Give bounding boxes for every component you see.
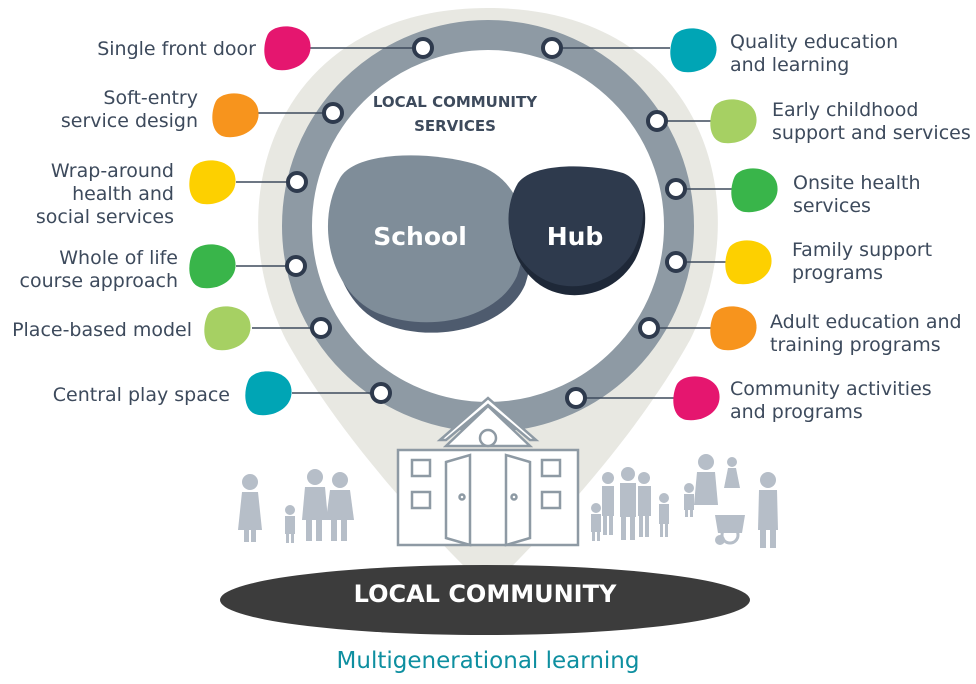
local-community-label: LOCAL COMMUNITY xyxy=(353,580,617,608)
left-ring-node xyxy=(412,37,434,59)
left-item-label: Wrap-around health and social services xyxy=(35,160,174,228)
people-silhouettes-right xyxy=(591,454,778,548)
right-item-label: Community activities and programs xyxy=(730,378,932,423)
local-community-ellipse xyxy=(220,565,750,635)
connector-lines xyxy=(189,26,778,421)
hub-label: Hub xyxy=(546,222,604,251)
left-item-blob xyxy=(245,371,292,416)
left-item-label: Place-based model xyxy=(12,319,192,341)
left-item-blob xyxy=(189,244,236,289)
right-item-label: Adult education and training programs xyxy=(770,311,962,356)
left-ring-node xyxy=(322,102,344,124)
right-item-label: Family support programs xyxy=(792,239,933,284)
left-item-blob xyxy=(264,26,311,71)
left-item-blob xyxy=(204,306,251,351)
right-ring-node xyxy=(541,37,563,59)
school-blob xyxy=(327,155,524,323)
left-item-label: Whole of life course approach xyxy=(19,247,178,292)
right-ring-node xyxy=(665,251,687,273)
right-item-blob xyxy=(710,306,757,351)
right-item-blob xyxy=(673,376,720,421)
right-ring-node xyxy=(665,178,687,200)
local-community-services-title: LOCAL COMMUNITY SERVICES xyxy=(372,93,538,135)
left-ring-node xyxy=(310,317,332,339)
left-ring-node xyxy=(370,382,392,404)
right-item-blob xyxy=(670,28,717,73)
left-item-blob xyxy=(212,93,259,138)
right-item-blob xyxy=(710,99,757,144)
right-ring-node xyxy=(638,317,660,339)
right-item-label: Onsite health services xyxy=(793,172,921,217)
school-building-icon xyxy=(396,396,580,547)
right-ring-node xyxy=(565,387,587,409)
left-item-blob xyxy=(189,160,236,205)
right-item-label: Early childhood support and services xyxy=(772,99,971,144)
left-item-label: Central play space xyxy=(52,384,230,406)
left-item-label: Single front door xyxy=(97,38,256,60)
right-item-blob xyxy=(725,240,772,285)
people-silhouettes-left xyxy=(238,469,354,543)
hub-blob xyxy=(508,166,644,287)
left-ring-node xyxy=(286,171,308,193)
right-ring-node xyxy=(646,110,668,132)
right-item-label: Quality education and learning xyxy=(730,31,899,76)
right-item-blob xyxy=(731,168,778,213)
left-item-label: Soft-entry service design xyxy=(60,87,198,132)
left-ring-node xyxy=(285,255,307,277)
multigenerational-learning-caption: Multigenerational learning xyxy=(336,648,640,674)
school-label: School xyxy=(373,222,467,251)
